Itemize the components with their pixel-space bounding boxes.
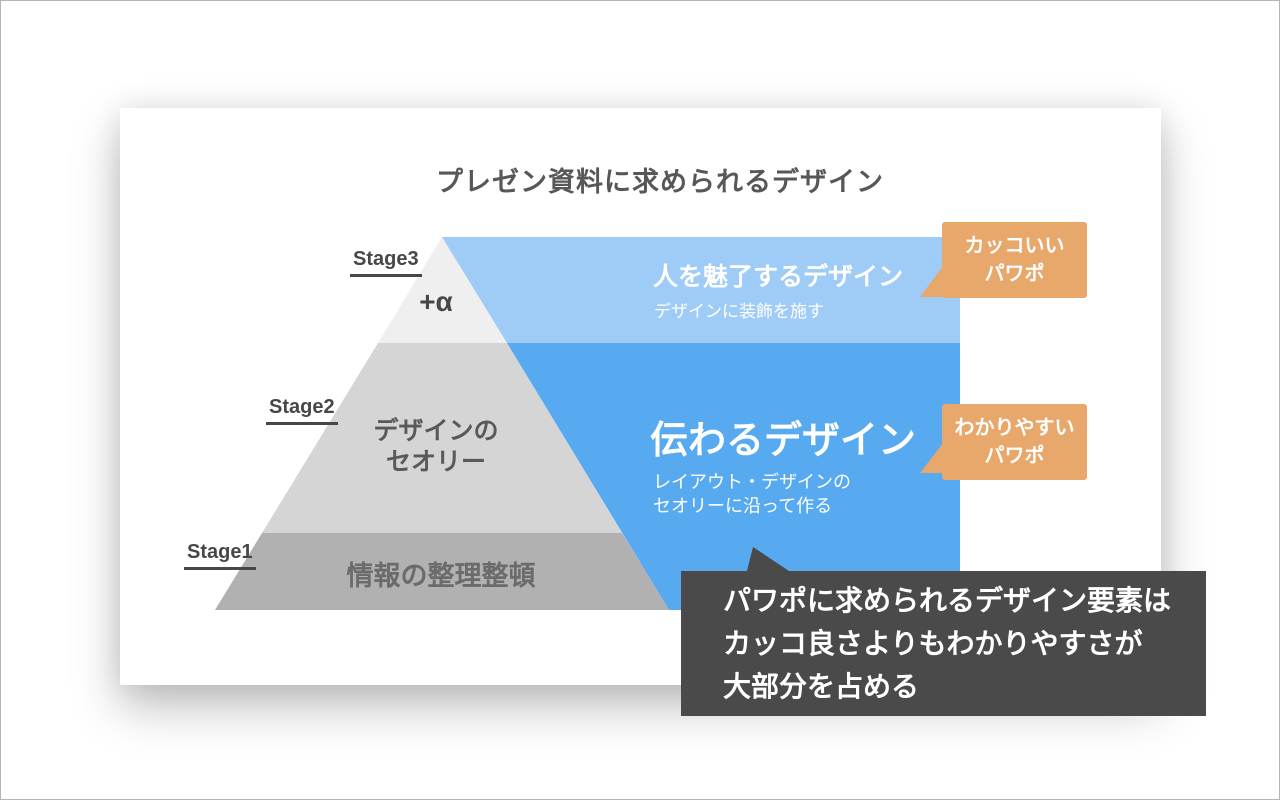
stage1-label: Stage1: [184, 541, 256, 570]
bubble-bottom-line1: わかりやすい: [954, 417, 1075, 439]
band-bottom-subtext-line2: セオリーに沿って作る: [653, 496, 833, 516]
bubble-bottom-line2: パワポ: [984, 445, 1045, 467]
callout-tail: [747, 547, 789, 571]
stage2-label: Stage2: [266, 396, 338, 425]
bubble-top-line1: カッコいい: [964, 235, 1065, 257]
pyramid-stage2-section: [262, 343, 622, 533]
slide-title: プレゼン資料に求められるデザイン: [436, 167, 884, 197]
bubble-top-line2: パワポ: [984, 263, 1045, 285]
pyramid-stage3-section: [378, 237, 507, 343]
bubble-cool-powerpoint: カッコいい パワポ: [942, 222, 1087, 298]
pyramid-stage1-section: [215, 533, 669, 610]
band-bottom-subtext: レイアウト・デザインの セオリーに沿って作る: [653, 470, 851, 518]
bubble-top-tail: [920, 266, 943, 297]
band-top-subtext: デザインに装飾を施す: [654, 302, 824, 321]
stage2-text: デザインの セオリー: [361, 416, 511, 478]
band-bottom-heading: 伝わるデザイン: [650, 420, 917, 462]
band-top-heading: 人を魅了するデザイン: [653, 263, 904, 291]
blue-band: [507, 343, 960, 610]
callout-line1: パワポに求められるデザイン要素は: [723, 585, 1172, 616]
bubble-clear-powerpoint: わかりやすい パワポ: [942, 404, 1087, 480]
band-bottom-subtext-line1: レイアウト・デザインの: [653, 472, 851, 492]
stage2-text-line2: セオリー: [385, 448, 486, 476]
stage1-text: 情報の整理整頓: [346, 561, 536, 591]
stage2-text-line1: デザインの: [373, 417, 499, 445]
stage3-label: Stage3: [350, 248, 422, 277]
callout-line2: カッコ良さよりもわかりやすさが: [723, 628, 1143, 659]
callout-line3: 大部分を占める: [723, 671, 920, 702]
pyramid-diagram: [215, 237, 960, 610]
light-blue-band: [442, 237, 960, 343]
stage3-value: +α: [419, 286, 453, 317]
bubble-bottom-tail: [920, 443, 943, 473]
callout-box: パワポに求められるデザイン要素は カッコ良さよりもわかりやすさが 大部分を占める: [681, 571, 1206, 716]
